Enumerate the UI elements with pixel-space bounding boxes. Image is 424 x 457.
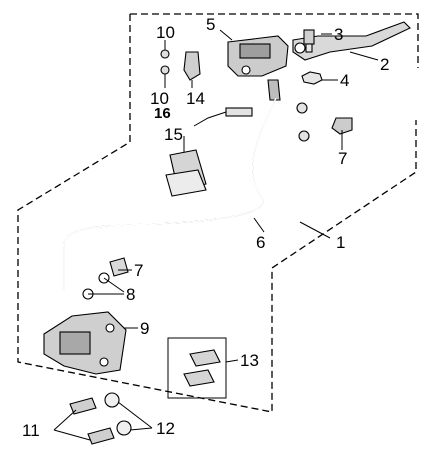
- caliper-mounting-bolts: [69, 397, 115, 445]
- brake-hose: [63, 97, 277, 290]
- lever-pivot-bolt: [303, 29, 315, 53]
- callout-5: 5: [206, 15, 215, 34]
- brake-lever: [292, 21, 411, 61]
- banjo-bolt-lower: [109, 257, 129, 277]
- callout-15: 15: [164, 125, 183, 144]
- brake-pads: [167, 337, 227, 399]
- callout-labels: 1 2 3 4 5 6 7 7 8 9 10 10 11 12 13 14 15…: [22, 15, 389, 440]
- sealing-washers: [82, 272, 110, 300]
- callout-10-upper: 10: [156, 23, 175, 42]
- banjo-bolt-upper: [296, 102, 353, 142]
- callout-4: 4: [340, 71, 349, 90]
- nut: [301, 71, 323, 85]
- callout-3: 3: [334, 25, 343, 44]
- assembly-outline: [17, 13, 419, 413]
- callout-12: 12: [156, 419, 175, 438]
- callout-1: 1: [336, 233, 345, 252]
- callout-10-lower: 10: [150, 89, 169, 108]
- callout-14: 14: [186, 89, 205, 108]
- callout-9: 9: [140, 319, 149, 338]
- leader-lines: [53, 29, 379, 441]
- reservoir-cap: [165, 149, 207, 197]
- clamp: [183, 51, 201, 81]
- callout-11: 11: [22, 421, 40, 440]
- mounting-washers: [104, 392, 132, 436]
- master-cylinder: [227, 35, 289, 101]
- callout-6: 6: [256, 233, 265, 252]
- callout-8: 8: [126, 285, 135, 304]
- callout-13: 13: [240, 351, 259, 370]
- callout-2: 2: [380, 55, 389, 74]
- callout-7-lower: 7: [134, 261, 143, 280]
- screws: [160, 49, 170, 75]
- callout-7-upper: 7: [338, 149, 347, 168]
- brake-caliper: [43, 311, 127, 375]
- brake-light-switch: [193, 107, 253, 127]
- callout-16: 16: [154, 105, 171, 122]
